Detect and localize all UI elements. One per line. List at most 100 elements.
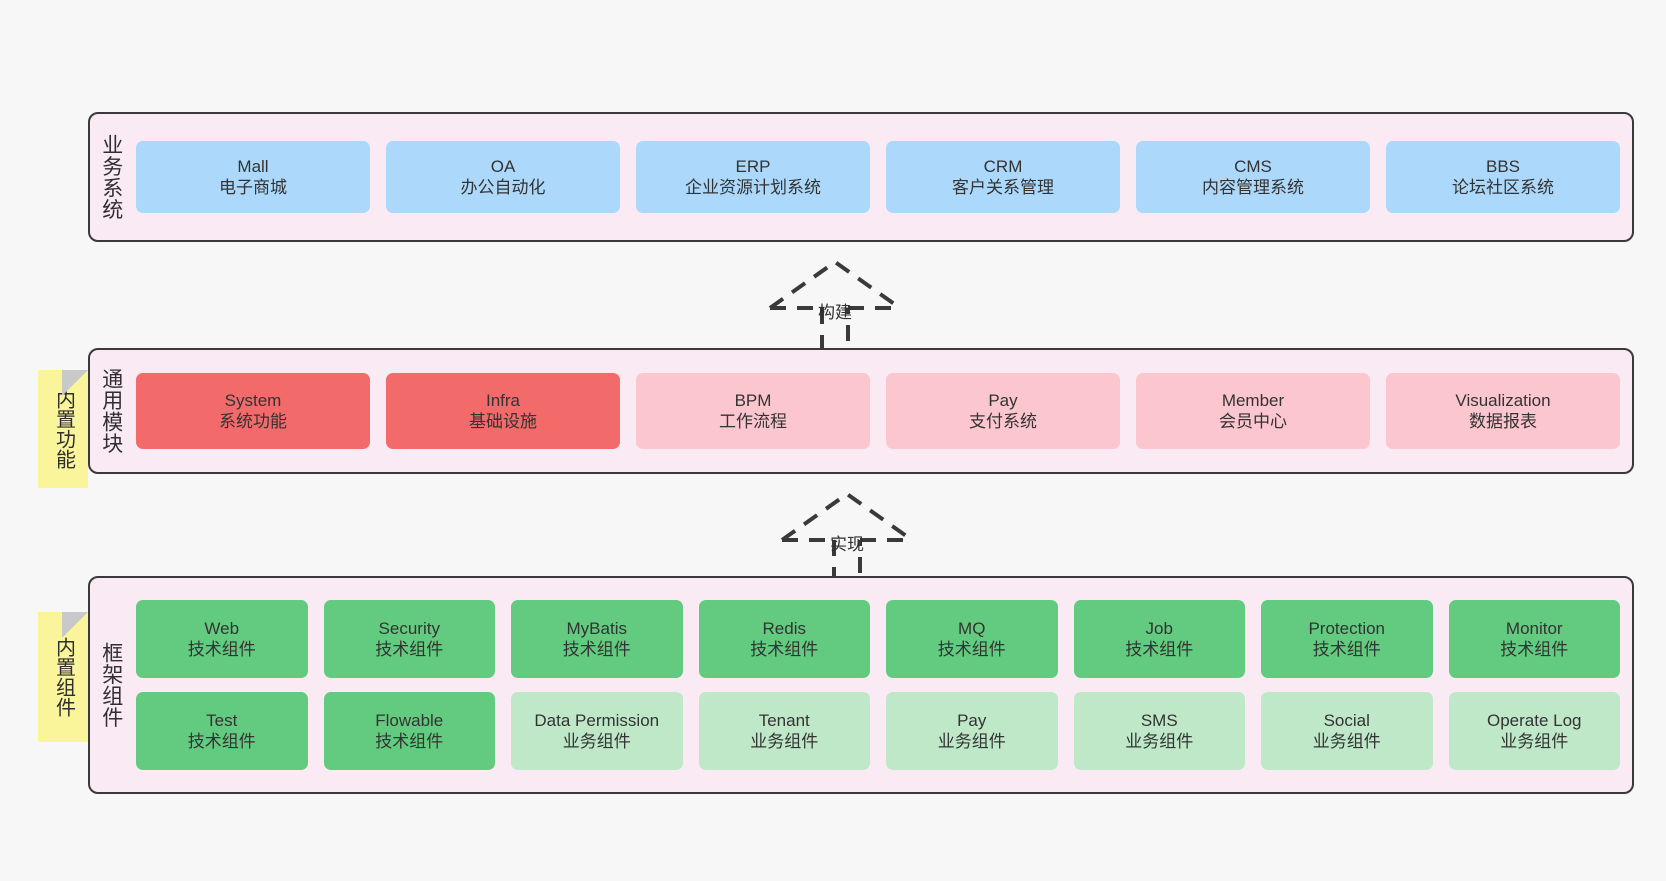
card-security[interactable]: Security 技术组件 — [323, 600, 495, 678]
card-title-cn: 客户关系管理 — [952, 178, 1054, 197]
sticky-note-builtin-features: 内置功能 — [38, 370, 88, 488]
card-mall[interactable]: Mall 电子商城 — [136, 141, 370, 213]
card-title-en: SMS — [1140, 710, 1178, 730]
arrow-realize: 实现 — [772, 488, 922, 586]
layer-label-common-modules: 通用模块 — [99, 368, 123, 454]
card-monitor[interactable]: Monitor 技术组件 — [1448, 600, 1620, 678]
layer-framework-components: 框架组件 Web 技术组件 Security 技术组件 MyBatis 技术组件… — [88, 576, 1634, 794]
layer-label-business-systems: 业务系统 — [99, 134, 123, 220]
card-title-cn: 电子商城 — [219, 178, 287, 197]
layer-business-systems-cards: Mall 电子商城 OA 办公自动化 ERP 企业资源计划系统 CRM 客户关系… — [132, 114, 1632, 240]
card-title-cn: 基础设施 — [469, 412, 537, 431]
card-protection[interactable]: Protection 技术组件 — [1261, 600, 1433, 678]
card-title-en: MyBatis — [566, 618, 627, 638]
sticky-note-builtin-components: 内置组件 — [38, 612, 88, 742]
card-title-en: Pay — [957, 710, 987, 730]
card-title-en: Visualization — [1455, 390, 1551, 410]
card-system[interactable]: System 系统功能 — [136, 373, 370, 449]
card-title-cn: 会员中心 — [1219, 412, 1287, 431]
card-infra[interactable]: Infra 基础设施 — [386, 373, 620, 449]
card-operate-log[interactable]: Operate Log 业务组件 — [1448, 692, 1620, 770]
card-title-cn: 工作流程 — [719, 412, 787, 431]
card-web[interactable]: Web 技术组件 — [136, 600, 308, 678]
card-title-en: BPM — [734, 390, 772, 410]
layer-business-systems: 业务系统 Mall 电子商城 OA 办公自动化 ERP 企业资源计划系统 CRM — [88, 112, 1634, 242]
card-title-cn: 技术组件 — [1125, 640, 1194, 659]
card-title-en: Operate Log — [1486, 710, 1582, 730]
card-job[interactable]: Job 技术组件 — [1073, 600, 1245, 678]
layer-framework-components-cards: Web 技术组件 Security 技术组件 MyBatis 技术组件 Redi… — [132, 578, 1632, 792]
layer-label-framework-components: 框架组件 — [99, 642, 123, 728]
card-crm[interactable]: CRM 客户关系管理 — [886, 141, 1120, 213]
card-title-en: OA — [490, 156, 516, 176]
card-title-en: Test — [206, 710, 238, 730]
card-row: Mall 电子商城 OA 办公自动化 ERP 企业资源计划系统 CRM 客户关系… — [136, 141, 1620, 213]
card-row: Web 技术组件 Security 技术组件 MyBatis 技术组件 Redi… — [136, 600, 1620, 678]
card-title-cn: 技术组件 — [375, 732, 444, 751]
card-title-en: Mall — [237, 156, 269, 176]
card-title-cn: 业务组件 — [1125, 732, 1194, 751]
card-title-cn: 数据报表 — [1469, 412, 1537, 431]
card-title-cn: 业务组件 — [562, 732, 631, 751]
card-title-en: MQ — [958, 618, 986, 638]
card-cms[interactable]: CMS 内容管理系统 — [1136, 141, 1370, 213]
card-title-en: Pay — [988, 390, 1018, 410]
card-title-cn: 技术组件 — [187, 640, 256, 659]
card-row: System 系统功能 Infra 基础设施 BPM 工作流程 Pay 支付系统… — [136, 373, 1620, 449]
card-title-en: ERP — [735, 156, 771, 176]
card-title-en: Monitor — [1505, 618, 1563, 638]
card-visualization[interactable]: Visualization 数据报表 — [1386, 373, 1620, 449]
card-mybatis[interactable]: MyBatis 技术组件 — [511, 600, 683, 678]
card-sms[interactable]: SMS 业务组件 — [1073, 692, 1245, 770]
card-title-cn: 论坛社区系统 — [1452, 178, 1554, 197]
card-title-en: CMS — [1234, 156, 1272, 176]
card-title-cn: 业务组件 — [1312, 732, 1381, 751]
card-title-en: Data Permission — [534, 710, 660, 730]
card-flowable[interactable]: Flowable 技术组件 — [323, 692, 495, 770]
card-title-en: Flowable — [375, 710, 444, 730]
card-test[interactable]: Test 技术组件 — [136, 692, 308, 770]
card-title-en: Job — [1145, 618, 1173, 638]
card-redis[interactable]: Redis 技术组件 — [698, 600, 870, 678]
card-bpm[interactable]: BPM 工作流程 — [636, 373, 870, 449]
card-title-en: Web — [204, 618, 240, 638]
card-title-cn: 系统功能 — [219, 412, 287, 431]
card-title-cn: 业务组件 — [750, 732, 819, 751]
sticky-note-label: 内置组件 — [52, 637, 75, 717]
card-title-cn: 技术组件 — [1312, 640, 1381, 659]
card-title-en: Member — [1221, 390, 1285, 410]
card-bbs[interactable]: BBS 论坛社区系统 — [1386, 141, 1620, 213]
card-title-cn: 企业资源计划系统 — [685, 178, 821, 197]
card-title-cn: 技术组件 — [375, 640, 444, 659]
card-pay[interactable]: Pay 支付系统 — [886, 373, 1120, 449]
card-title-cn: 业务组件 — [1500, 732, 1569, 751]
card-title-en: Social — [1323, 710, 1370, 730]
arrow-realize-label: 实现 — [830, 535, 864, 554]
layer-common-modules: 通用模块 System 系统功能 Infra 基础设施 BPM 工作流程 Pay — [88, 348, 1634, 474]
card-data-permission[interactable]: Data Permission 业务组件 — [511, 692, 683, 770]
card-row: Test 技术组件 Flowable 技术组件 Data Permission … — [136, 692, 1620, 770]
card-title-cn: 内容管理系统 — [1202, 178, 1304, 197]
card-title-cn: 支付系统 — [969, 412, 1037, 431]
card-erp[interactable]: ERP 企业资源计划系统 — [636, 141, 870, 213]
card-title-en: Protection — [1308, 618, 1386, 638]
card-mq[interactable]: MQ 技术组件 — [886, 600, 1058, 678]
card-title-cn: 技术组件 — [937, 640, 1006, 659]
card-oa[interactable]: OA 办公自动化 — [386, 141, 620, 213]
card-title-en: BBS — [1485, 156, 1521, 176]
sticky-note-label: 内置功能 — [52, 389, 75, 469]
card-member[interactable]: Member 会员中心 — [1136, 373, 1370, 449]
card-pay-business[interactable]: Pay 业务组件 — [886, 692, 1058, 770]
card-title-cn: 业务组件 — [937, 732, 1006, 751]
card-title-en: Security — [378, 618, 440, 638]
card-social[interactable]: Social 业务组件 — [1261, 692, 1433, 770]
layer-common-modules-cards: System 系统功能 Infra 基础设施 BPM 工作流程 Pay 支付系统… — [132, 350, 1632, 472]
card-tenant[interactable]: Tenant 业务组件 — [698, 692, 870, 770]
card-title-en: CRM — [983, 156, 1023, 176]
card-title-en: System — [224, 390, 282, 410]
card-title-cn: 技术组件 — [750, 640, 819, 659]
card-title-en: Tenant — [758, 710, 810, 730]
arrow-build-label: 构建 — [818, 303, 852, 322]
card-title-cn: 技术组件 — [1500, 640, 1569, 659]
